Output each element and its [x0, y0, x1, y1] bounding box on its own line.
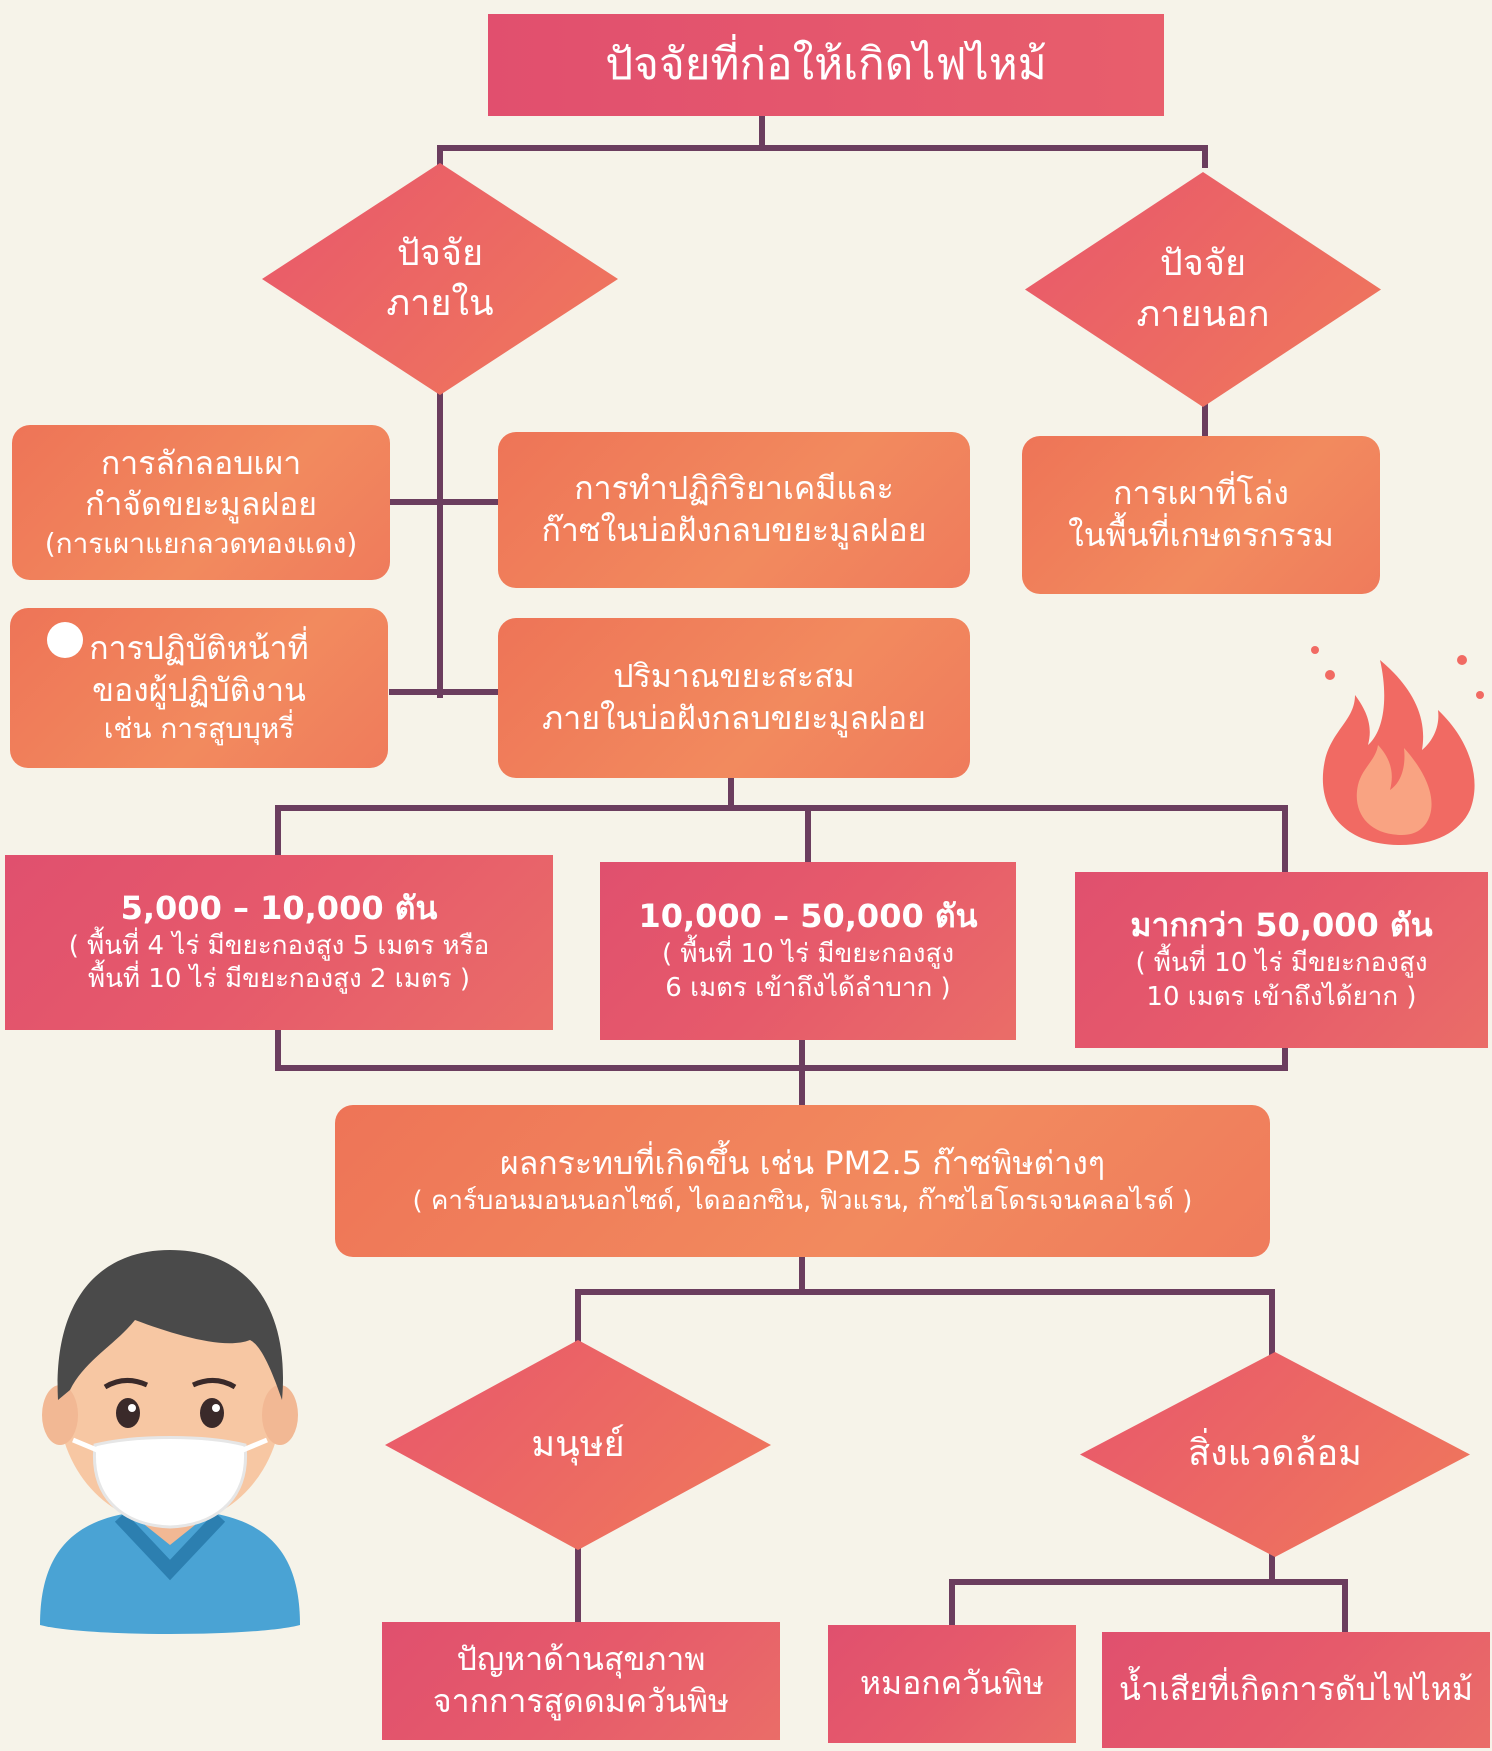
scan-artifact-dot	[47, 622, 83, 658]
illegal-burning-box: การลักลอบเผา กำจัดขยะมูลฝอย (การเผาแยกลว…	[12, 425, 390, 580]
tier-box-2: 10,000 – 50,000 ตัน ( พื้นที่ 10 ไร่ มีข…	[600, 862, 1016, 1040]
illegal-burning-line3: (การเผาแยกลวดทองแดง)	[44, 526, 358, 560]
tier-1-line2: ( พื้นที่ 4 ไร่ มีขยะกองสูง 5 เมตร หรือ	[68, 930, 490, 961]
waste-accumulation-line2: ภายในบ่อฝังกลบขยะมูลฝอย	[542, 699, 926, 737]
chemical-reaction-line1: การทำปฏิกิริยาเคมีและ	[574, 469, 894, 508]
tier-box-1: 5,000 – 10,000 ตัน ( พื้นที่ 4 ไร่ มีขยะ…	[5, 855, 553, 1030]
tier-3-line1: มากกว่า 50,000 ตัน	[1130, 906, 1433, 945]
impact-box: ผลกระทบที่เกิดขึ้น เช่น PM2.5 ก๊าซพิษต่า…	[335, 1105, 1270, 1257]
impact-line1: ผลกระทบที่เกิดขึ้น เช่น PM2.5 ก๊าซพิษต่า…	[499, 1144, 1106, 1183]
chemical-reaction-line2: ก๊าซในบ่อฝังกลบขยะมูลฝอย	[541, 511, 927, 549]
title-text: ปัจจัยที่ก่อให้เกิดไฟไหม้	[605, 39, 1047, 91]
tier-2-line2: ( พื้นที่ 10 ไร่ มีขยะกองสูง	[661, 939, 955, 969]
wastewater-label: น้ำเสียที่เกิดการดับไฟไหม้	[1119, 1670, 1473, 1709]
tier-2-line3: 6 เมตร เข้าถึงได้ลำบาก )	[665, 972, 951, 1003]
agricultural-burning-box: การเผาที่โล่ง ในพื้นที่เกษตรกรรม	[1022, 436, 1380, 594]
health-line1: ปัญหาด้านสุขภาพ	[456, 1640, 706, 1679]
worker-duties-line1: การปฏิบัติหน้าที่	[89, 629, 309, 668]
tier-1-line1: 5,000 – 10,000 ตัน	[120, 888, 438, 927]
agricultural-burning-line2: ในพื้นที่เกษตรกรรม	[1068, 516, 1334, 554]
illegal-burning-line2: กำจัดขยะมูลฝอย	[84, 485, 318, 524]
waste-accumulation-line1: ปริมาณขยะสะสม	[613, 657, 855, 696]
masked-person-illustration	[40, 1250, 300, 1634]
wastewater-box: น้ำเสียที่เกิดการดับไฟไหม้	[1102, 1632, 1490, 1748]
health-line2: จากการสูดดมควันพิษ	[432, 1682, 730, 1720]
worker-duties-line3: เช่น การสูบบุหรี่	[103, 712, 295, 746]
environment-label: สิ่งแวดล้อม	[1188, 1433, 1362, 1475]
worker-duties-line2: ของผู้ปฏิบัติงาน	[92, 670, 306, 709]
tier-3-line3: 10 เมตร เข้าถึงได้ยาก )	[1146, 981, 1417, 1012]
toxic-smoke-label: หมอกควันพิษ	[859, 1664, 1045, 1703]
health-problems-box: ปัญหาด้านสุขภาพ จากการสูดดมควันพิษ	[382, 1622, 780, 1740]
tier-3-line2: ( พื้นที่ 10 ไร่ มีขยะกองสูง	[1135, 948, 1428, 978]
external-line1: ปัจจัย	[1159, 243, 1247, 285]
page-title: ปัจจัยที่ก่อให้เกิดไฟไหม้	[488, 14, 1164, 116]
tier-box-3: มากกว่า 50,000 ตัน ( พื้นที่ 10 ไร่ มีขย…	[1075, 872, 1488, 1048]
human-label: มนุษย์	[531, 1423, 625, 1465]
impact-line2: ( คาร์บอนมอนนอกไซด์, ไดออกซิน, ฟิวแรน, ก…	[412, 1185, 1193, 1216]
external-line2: ภายนอก	[1136, 293, 1270, 335]
tier-1-line3: พื้นที่ 10 ไร่ มีขยะกองสูง 2 เมตร )	[87, 964, 471, 995]
internal-line2: ภายใน	[386, 283, 494, 324]
agricultural-burning-line1: การเผาที่โล่ง	[1113, 474, 1289, 513]
fire-icon	[1311, 646, 1484, 845]
tier-2-line1: 10,000 – 50,000 ตัน	[638, 897, 978, 936]
chemical-reaction-box: การทำปฏิกิริยาเคมีและ ก๊าซในบ่อฝังกลบขยะ…	[498, 432, 970, 588]
illegal-burning-line1: การลักลอบเผา	[100, 443, 302, 482]
toxic-smoke-box: หมอกควันพิษ	[828, 1625, 1076, 1743]
waste-accumulation-box: ปริมาณขยะสะสม ภายในบ่อฝังกลบขยะมูลฝอย	[498, 618, 970, 778]
internal-line1: ปัจจัย	[396, 232, 484, 274]
